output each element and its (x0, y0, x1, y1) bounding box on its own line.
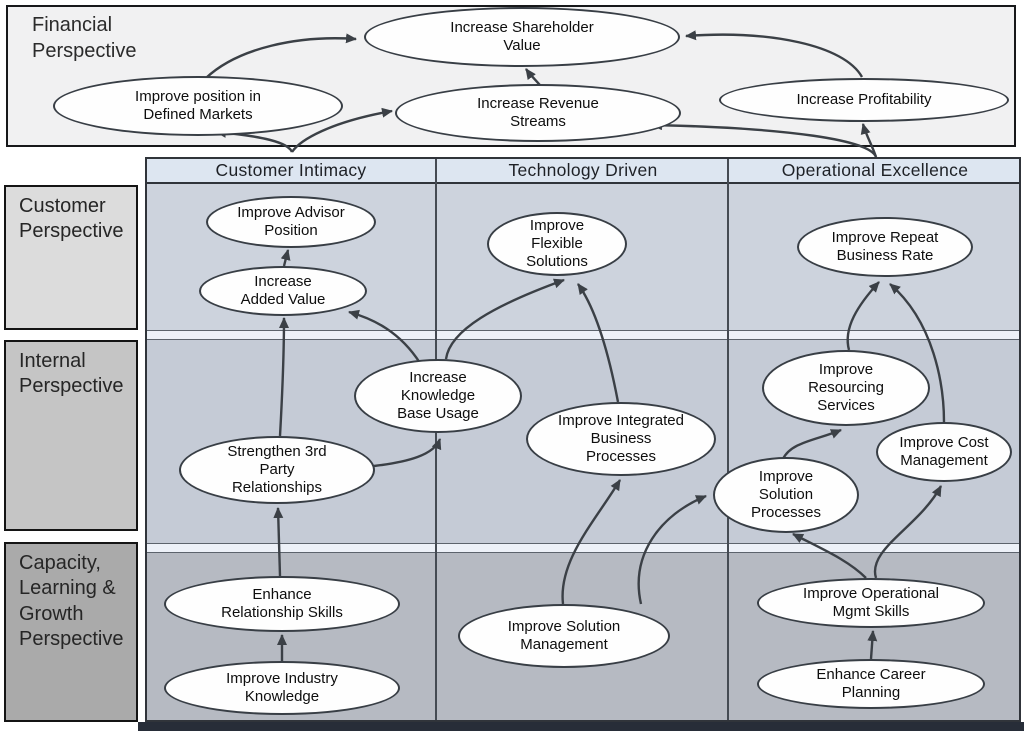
edge-operational-column-junction-to-increase-revenue-streams (651, 120, 878, 158)
edge-operational-column-junction-to-increase-profitability (860, 123, 878, 158)
node-increase-added-value: Increase Added Value (199, 266, 367, 316)
node-improve-resourcing-services: Improve Resourcing Services (762, 350, 930, 426)
column-header-operational-excellence: Operational Excellence (781, 160, 969, 180)
node-improve-industry-knowledge: Improve Industry Knowledge (164, 661, 400, 715)
row-separator (145, 543, 1021, 553)
row-separator (145, 330, 1021, 340)
bottom-bar (138, 722, 1024, 731)
edge-improve-cost-management-to-improve-repeat-business-rate (889, 283, 946, 423)
node-increase-knowledge-base-usage: Increase Knowledge Base Usage (354, 359, 522, 433)
node-improve-advisor-position: Improve Advisor Position (206, 196, 376, 248)
edge-strengthen-3rd-party-relationships-to-increase-added-value (278, 317, 289, 437)
node-strengthen-3rd-party-relationships: Strengthen 3rd Party Relationships (179, 436, 375, 504)
edge-improve-integrated-business-processes-to-improve-flexible-solutions (577, 283, 620, 403)
edge-improve-operational-mgmt-skills-to-improve-solution-processes (792, 532, 867, 579)
column-header-band (145, 157, 1021, 184)
node-increase-shareholder-value: Increase Shareholder Value (364, 7, 680, 67)
node-improve-position-in-defined-markets: Improve position in Defined Markets (53, 76, 343, 136)
column-divider (727, 157, 729, 722)
edge-increase-added-value-to-improve-advisor-position (280, 249, 291, 267)
node-improve-repeat-business-rate: Improve Repeat Business Rate (797, 217, 973, 277)
edge-increase-knowledge-base-usage-to-improve-flexible-solutions (444, 278, 565, 360)
edge-improve-solution-processes-to-improve-resourcing-services (781, 428, 842, 460)
row-label-customer-perspective: Customer Perspective (4, 185, 138, 330)
edge-enhance-career-planning-to-improve-operational-mgmt-skills (867, 630, 878, 660)
edge-improve-solution-management-to-improve-solution-processes (637, 494, 707, 605)
column-header-technology-driven: Technology Driven (508, 160, 658, 180)
column-header-customer-intimacy: Customer Intimacy (215, 160, 367, 180)
financial-perspective-label: Financial Perspective (32, 14, 137, 62)
node-improve-flexible-solutions: Improve Flexible Solutions (487, 212, 627, 276)
node-improve-operational-mgmt-skills: Improve Operational Mgmt Skills (757, 578, 985, 628)
node-improve-solution-processes: Improve Solution Processes (713, 457, 859, 533)
node-increase-profitability: Increase Profitability (719, 78, 1009, 122)
node-improve-cost-management: Improve Cost Management (876, 422, 1012, 482)
edge-improve-operational-mgmt-skills-to-improve-cost-management (873, 485, 943, 579)
edge-increase-profitability-to-increase-shareholder-value (685, 30, 864, 78)
edge-improve-position-in-defined-markets-to-increase-shareholder-value (205, 33, 357, 79)
edge-enhance-relationship-skills-to-strengthen-3rd-party-relationships (273, 507, 284, 577)
node-improve-integrated-business-processes: Improve Integrated Business Processes (526, 402, 716, 476)
row-label-internal-perspective: Internal Perspective (4, 340, 138, 531)
edge-strengthen-3rd-party-relationships-to-increase-knowledge-base-usage (373, 438, 442, 468)
edge-increase-knowledge-base-usage-to-increase-added-value (348, 309, 422, 364)
node-enhance-relationship-skills: Enhance Relationship Skills (164, 576, 400, 632)
node-improve-solution-management: Improve Solution Management (458, 604, 670, 668)
edge-improve-solution-management-to-improve-integrated-business-processes (561, 479, 622, 605)
row-label-capacity-learning-growth-perspective: Capacity, Learning & Growth Perspective (4, 542, 138, 722)
node-enhance-career-planning: Enhance Career Planning (757, 659, 985, 709)
edge-customer-column-junction-to-increase-revenue-streams (291, 107, 393, 153)
node-increase-revenue-streams: Increase Revenue Streams (395, 84, 681, 142)
edge-improve-resourcing-services-to-improve-repeat-business-rate (846, 281, 880, 351)
